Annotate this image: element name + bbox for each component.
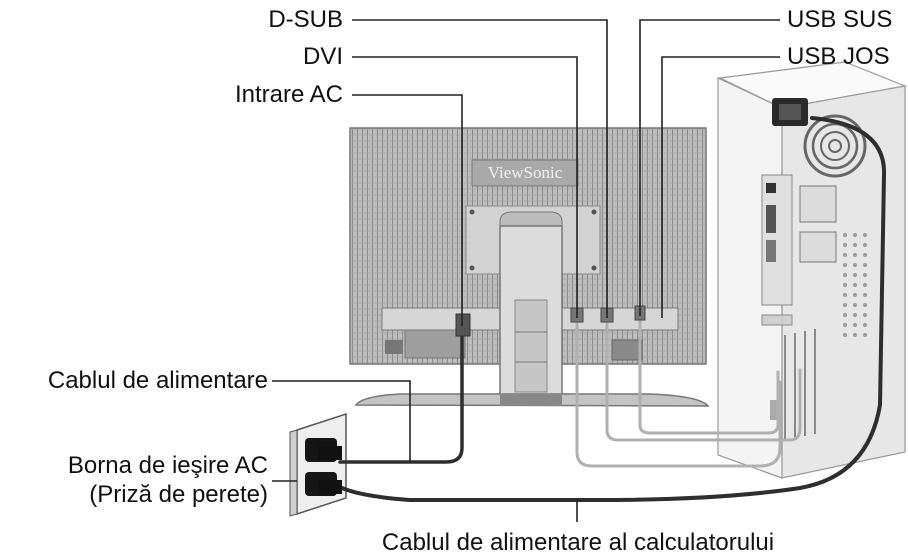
monitor-power-cable	[338, 324, 464, 464]
label-usb-sus: USB SUS	[787, 6, 893, 33]
leader-d-sub	[352, 19, 608, 318]
label-cablul-alimentare: Cablul de alimentare	[47, 367, 268, 394]
dvi-cable	[575, 316, 782, 468]
leader-usb-sus	[639, 19, 780, 316]
label-borna-line2: (Priză de perete)	[89, 481, 268, 508]
monitor-brand-logo: ViewSonic	[487, 163, 563, 182]
computer-power-cable	[336, 116, 887, 502]
leader-lines	[272, 19, 780, 522]
label-dvi: DVI	[302, 43, 343, 70]
label-borna-line1: Borna de ieşire AC	[67, 452, 268, 479]
label-cablu-calculator: Cablul de alimentare al calculatorului	[381, 529, 775, 556]
cables	[318, 116, 887, 502]
label-intrare-ac: Intrare AC	[234, 81, 343, 108]
d-sub-cable	[605, 316, 802, 442]
wall-outlet	[289, 412, 347, 517]
leader-intrare-ac	[352, 94, 463, 326]
label-d-sub: D-SUB	[268, 6, 343, 33]
label-usb-jos: USB JOS	[787, 43, 890, 70]
usb-cable	[638, 314, 780, 435]
leader-cablul-alimentare	[272, 380, 411, 462]
leader-dvi	[352, 56, 578, 318]
computer-tower	[717, 61, 908, 479]
leader-usb-jos	[661, 56, 780, 318]
